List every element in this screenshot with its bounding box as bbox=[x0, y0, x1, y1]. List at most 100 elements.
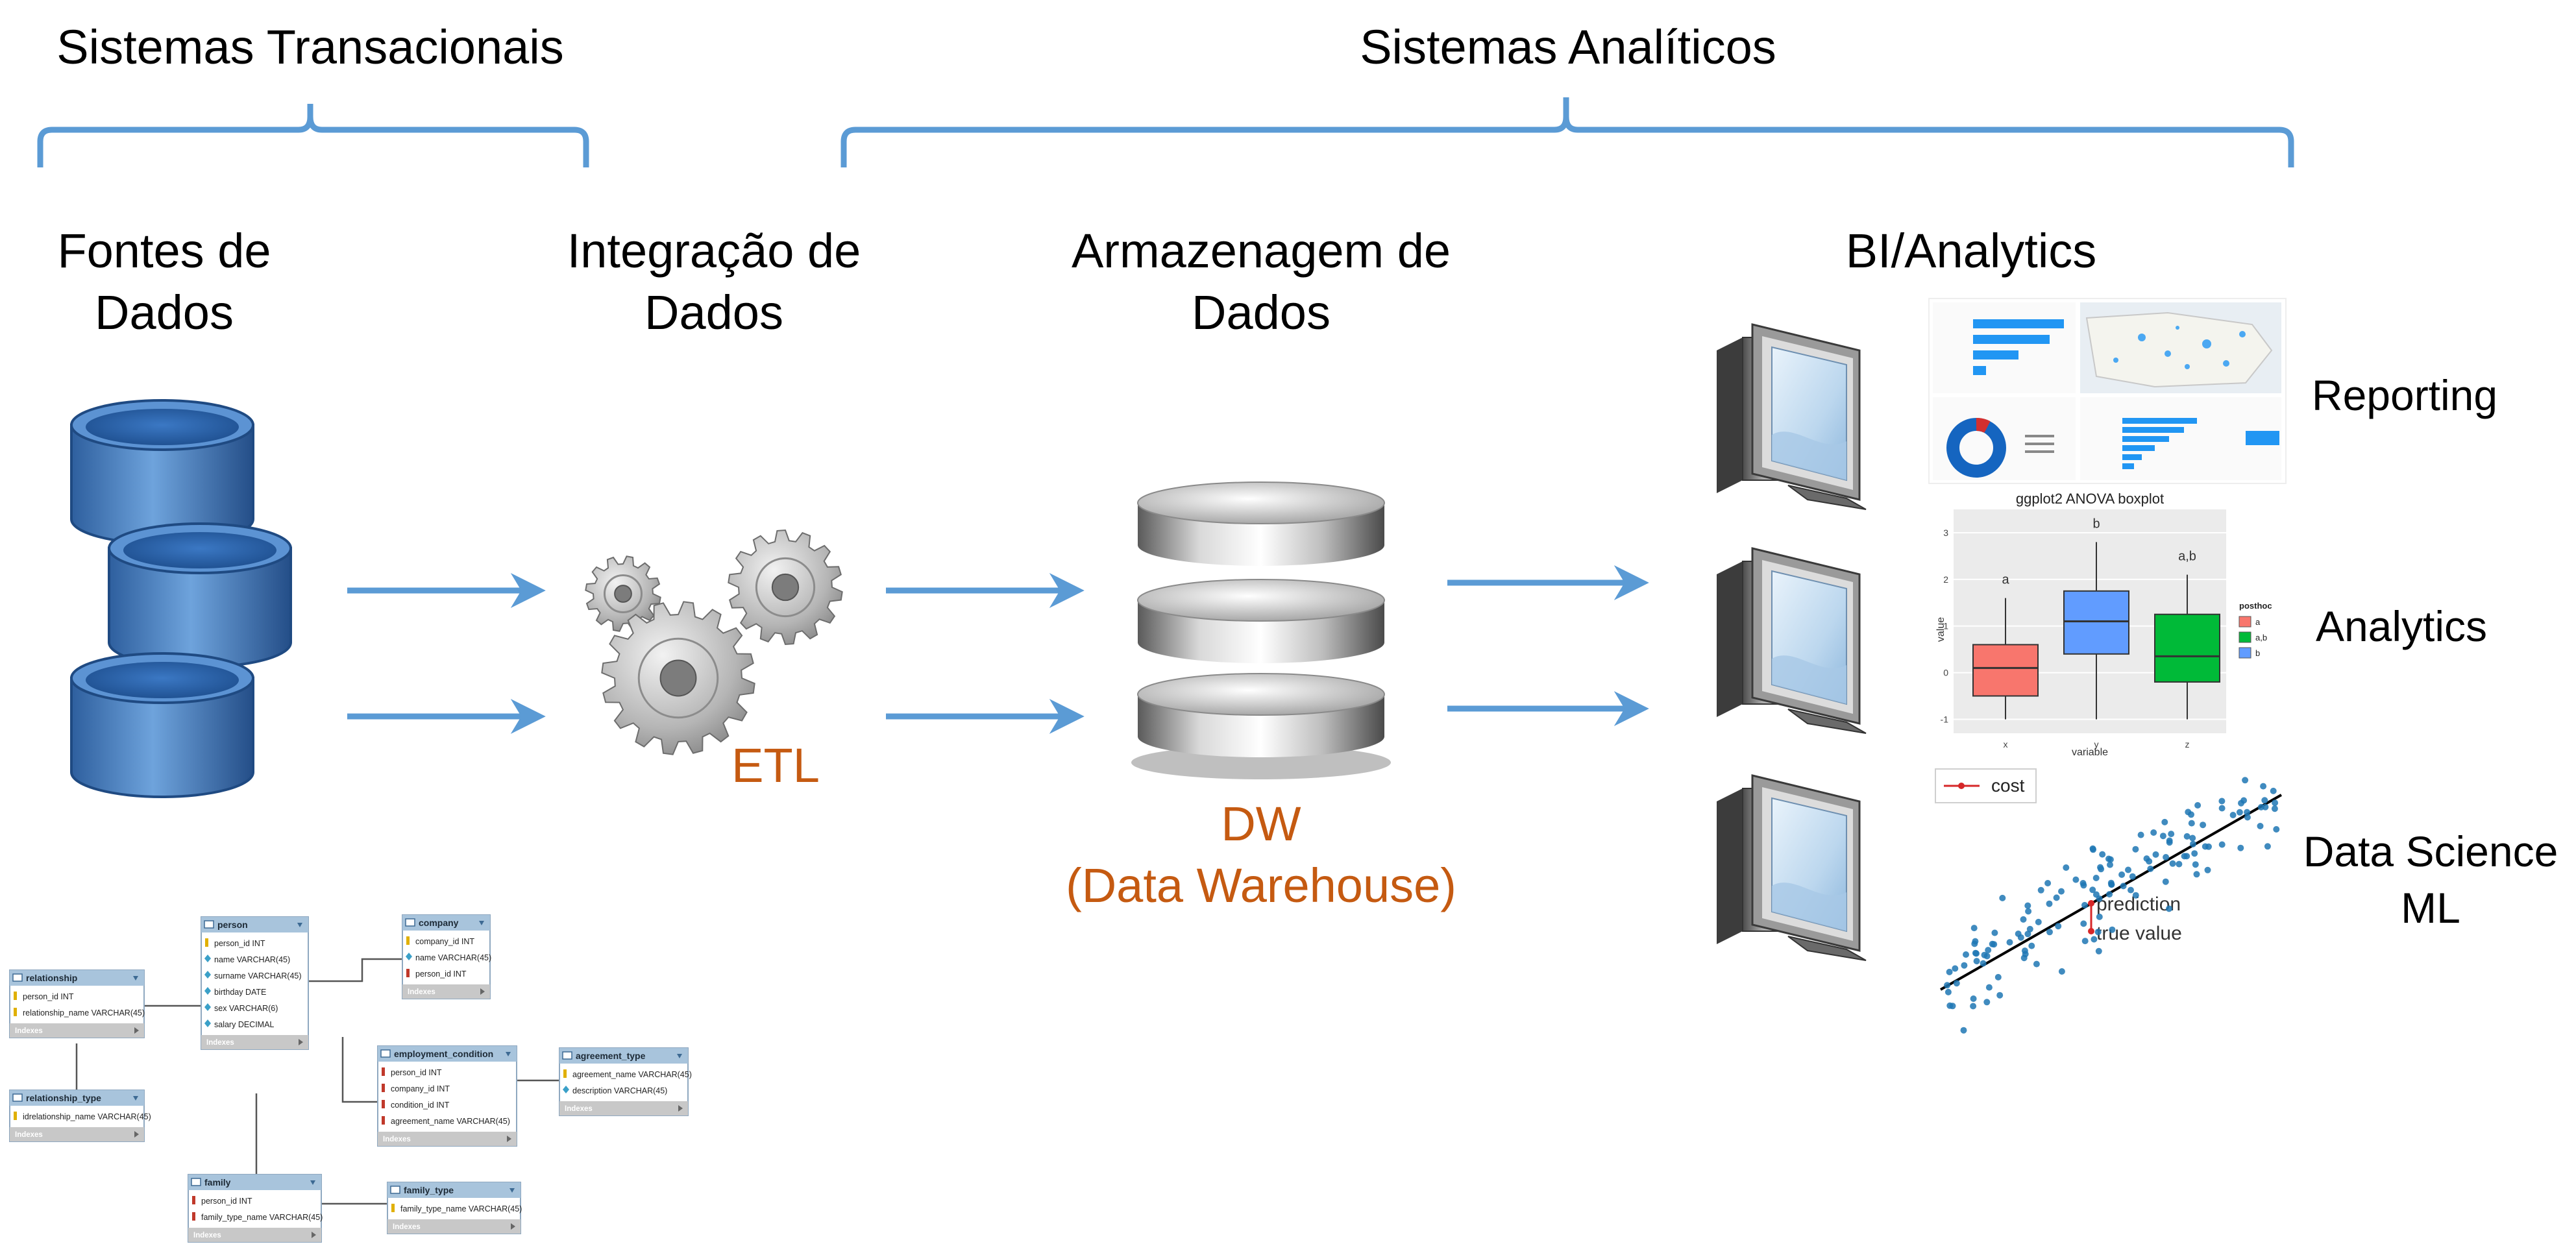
scatter-point bbox=[2261, 797, 2268, 804]
scatter-point bbox=[1999, 894, 2006, 901]
scatter-point bbox=[2128, 886, 2134, 894]
scatter-point bbox=[2046, 900, 2053, 907]
scatter-point bbox=[2006, 939, 2013, 946]
reporting-dashboard-thumbnail bbox=[1928, 298, 2287, 484]
scatter-point bbox=[1973, 950, 1980, 957]
er-footer-label: Indexes bbox=[393, 1223, 421, 1231]
er-field: person_id INT bbox=[391, 1068, 442, 1077]
er-table-name: person bbox=[217, 920, 248, 930]
scatter-point bbox=[2218, 805, 2226, 812]
scatter-point bbox=[2257, 803, 2264, 810]
scatter-point bbox=[1973, 958, 1980, 965]
scatter-point bbox=[2024, 902, 2031, 909]
header-analytical: Sistemas Analíticos bbox=[1360, 20, 1776, 74]
scatter-point bbox=[1991, 941, 1998, 948]
er-field: description VARCHAR(45) bbox=[572, 1086, 667, 1095]
scatter-point bbox=[2272, 799, 2279, 807]
foreign-key-icon bbox=[382, 1100, 385, 1108]
scatter-point bbox=[2183, 853, 2190, 860]
boxplot-legend-swatch bbox=[2239, 616, 2251, 628]
er-field: birthday DATE bbox=[214, 988, 266, 997]
boxplot-ytick: 1 bbox=[1943, 621, 1948, 631]
boxplot-ytick: 0 bbox=[1943, 668, 1948, 678]
primary-key-icon bbox=[205, 938, 208, 947]
scatter-point bbox=[2185, 809, 2192, 816]
boxplot-xtick: x bbox=[2004, 739, 2008, 749]
primary-key-icon bbox=[563, 1069, 567, 1078]
er-table-name: family_type bbox=[404, 1185, 454, 1195]
column-icon bbox=[563, 1086, 569, 1093]
scatter-point bbox=[1946, 968, 1953, 975]
column-icon bbox=[406, 953, 412, 960]
foreign-key-icon bbox=[382, 1116, 385, 1125]
chevron-down-icon bbox=[677, 1054, 682, 1058]
scatter-point bbox=[1952, 965, 1959, 972]
scatter-point bbox=[1970, 925, 1978, 932]
scatter-point bbox=[1961, 962, 1968, 969]
chevron-right-icon bbox=[678, 1105, 683, 1112]
scatter-point bbox=[2096, 895, 2103, 902]
scatter-point bbox=[2161, 818, 2168, 825]
scatter-point bbox=[1944, 988, 1952, 995]
dw-caption-line2: (Data Warehouse) bbox=[1066, 859, 1456, 912]
regression-scatter-thumbnail: cost prediction true value bbox=[1935, 768, 2282, 1034]
table-icon bbox=[12, 973, 23, 982]
scatter-point bbox=[1972, 938, 1979, 945]
scatter-point bbox=[2264, 843, 2271, 850]
scatter-legend-cost: cost bbox=[1991, 775, 2025, 796]
scatter-point bbox=[2107, 861, 2113, 868]
scatter-point bbox=[2188, 820, 2195, 827]
scatter-point bbox=[2092, 875, 2100, 881]
etl-caption: ETL bbox=[731, 738, 820, 792]
primary-key-icon bbox=[14, 992, 17, 1000]
boxplot-xtick: z bbox=[2185, 739, 2190, 749]
scatter-point bbox=[1960, 1027, 1967, 1034]
boxplot-title: ggplot2 ANOVA boxplot bbox=[2016, 491, 2164, 507]
boxplot-box bbox=[2154, 613, 2220, 683]
primary-key-icon bbox=[391, 1204, 395, 1212]
scatter-point bbox=[2089, 845, 2096, 852]
scatter-point bbox=[2166, 905, 2172, 912]
scatter-point bbox=[2200, 822, 2207, 829]
stage-sources-line2: Dados bbox=[95, 286, 234, 339]
scatter-point bbox=[2132, 846, 2139, 853]
er-field: agreement_name VARCHAR(45) bbox=[572, 1070, 692, 1079]
scatter-point bbox=[2081, 901, 2088, 908]
chevron-right-icon bbox=[299, 1039, 303, 1045]
scatter-point bbox=[2105, 855, 2112, 862]
scatter-point bbox=[2238, 799, 2244, 807]
er-field: salary DECIMAL bbox=[214, 1020, 274, 1029]
foreign-key-icon bbox=[406, 969, 410, 977]
scatter-point bbox=[2204, 866, 2211, 873]
column-icon bbox=[204, 1019, 211, 1027]
chevron-right-icon bbox=[134, 1131, 139, 1138]
scatter-point bbox=[2053, 894, 2060, 901]
er-table-name: company bbox=[419, 918, 459, 928]
scatter-point bbox=[2147, 865, 2154, 872]
scatter-point bbox=[1949, 1003, 1956, 1010]
boxplot-ytick: -1 bbox=[1941, 714, 1949, 724]
scatter-point bbox=[2189, 835, 2196, 842]
scatter-point bbox=[2025, 908, 2032, 915]
computer-icon-datascience bbox=[1715, 774, 1867, 962]
scatter-point bbox=[2044, 880, 2052, 886]
er-footer-label: Indexes bbox=[193, 1232, 221, 1239]
scatter-point bbox=[2095, 947, 2102, 955]
primary-key-icon bbox=[14, 1008, 17, 1016]
chevron-right-icon bbox=[507, 1136, 511, 1142]
scatter-point bbox=[2162, 878, 2169, 885]
scatter-point bbox=[1980, 960, 1987, 967]
scatter-point bbox=[2244, 809, 2251, 816]
computer-icon-analytics bbox=[1715, 547, 1867, 735]
scatter-point bbox=[2098, 866, 2105, 873]
header-transactional: Sistemas Transacionais bbox=[56, 20, 563, 74]
er-footer-label: Indexes bbox=[15, 1027, 43, 1035]
stage-storage-line1: Armazenagem de bbox=[1072, 224, 1451, 278]
table-icon bbox=[405, 918, 415, 927]
scatter-point bbox=[2046, 929, 2053, 936]
boxplot-group-letter: a bbox=[2002, 573, 2009, 587]
scatter-point bbox=[2193, 871, 2200, 878]
